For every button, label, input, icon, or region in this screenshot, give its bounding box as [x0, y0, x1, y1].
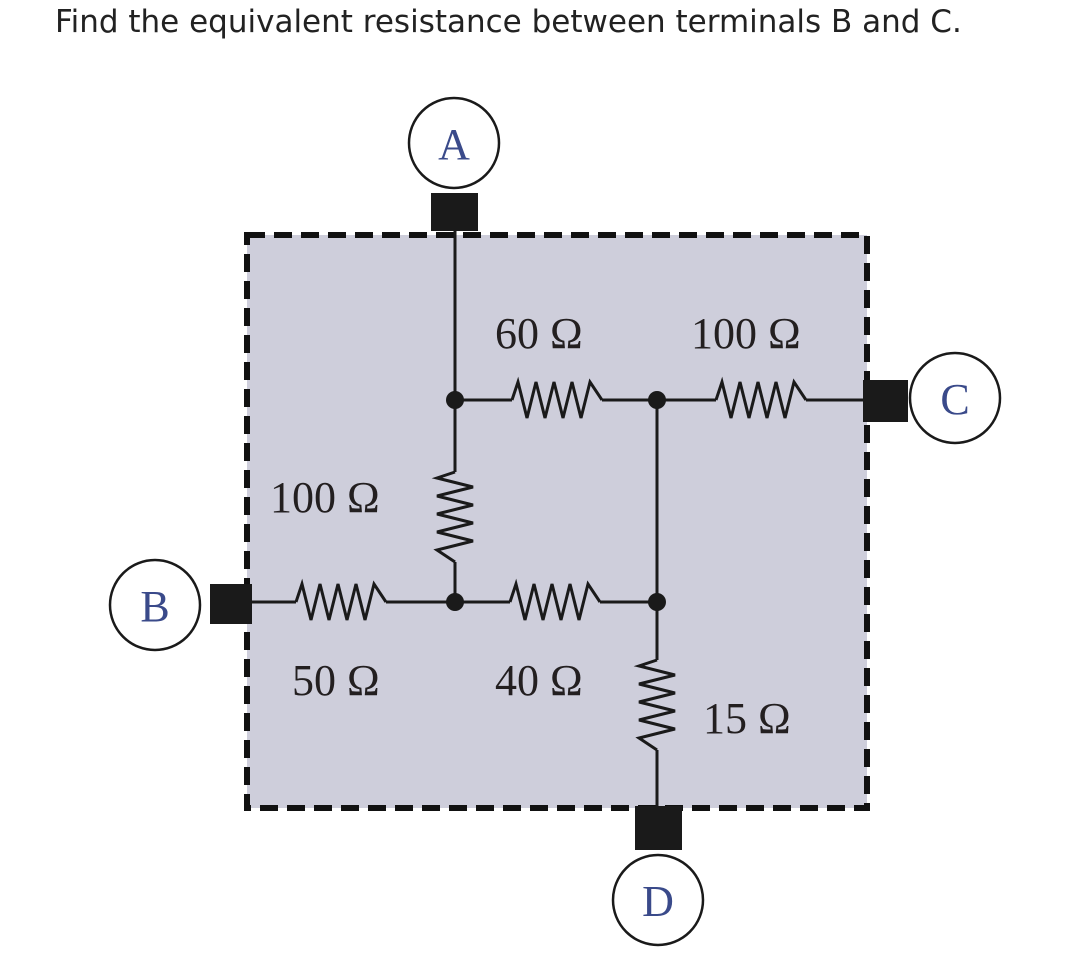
- terminal-a-label: A: [438, 120, 470, 169]
- junction-dot: [648, 593, 666, 611]
- resistor-40-label: 40 Ω: [495, 656, 583, 705]
- resistor-15-zigzag: [633, 658, 676, 752]
- resistor-50-label: 50 Ω: [292, 656, 380, 705]
- terminal-d-square: [635, 806, 682, 850]
- junction-dot: [446, 593, 464, 611]
- terminal-b-square: [210, 584, 252, 624]
- resistor-60-zigzag: [510, 376, 604, 419]
- terminal-b-circle: [108, 558, 202, 652]
- resistor-40-zigzag: [508, 578, 602, 621]
- junction-dot: [446, 391, 464, 409]
- terminal-d-label: D: [642, 877, 674, 926]
- resistor-100-left-label: 100 Ω: [270, 473, 380, 522]
- circuit-box: [244, 232, 870, 811]
- terminal-c-circle: [908, 351, 1002, 445]
- resistor-100-top-label: 100 Ω: [691, 309, 801, 358]
- terminal-c-square: [863, 380, 908, 422]
- terminal-d-circle: [611, 853, 705, 947]
- terminal-a-circle: [407, 96, 501, 190]
- terminal-a-square: [431, 193, 478, 231]
- terminal-b-label: B: [140, 582, 169, 631]
- question-text: Find the equivalent resistance between t…: [55, 4, 962, 40]
- resistor-60-label: 60 Ω: [495, 309, 583, 358]
- terminal-c-label: C: [940, 375, 969, 424]
- resistor-100-top-zigzag: [714, 376, 808, 419]
- resistor-15-label: 15 Ω: [703, 694, 791, 743]
- wires: [250, 226, 865, 806]
- resistor-100-left-zigzag: [431, 470, 474, 564]
- resistor-50-zigzag: [294, 578, 388, 621]
- junction-dot: [648, 391, 666, 409]
